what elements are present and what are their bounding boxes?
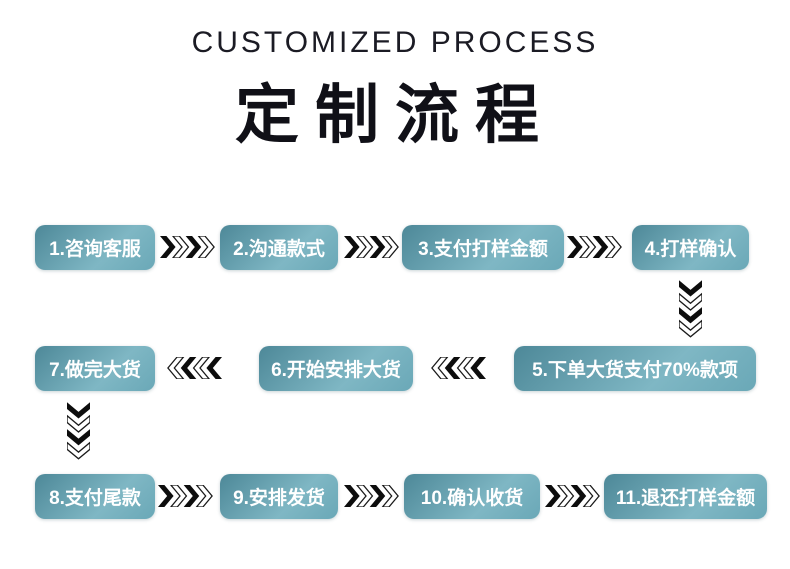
- step-5-bulk-order-pay-70-percent: 5.下单大货支付70%款项: [514, 346, 756, 391]
- chevron-right-arrows-icon: [545, 485, 600, 507]
- step-3-pay-sample-fee: 3.支付打样金额: [402, 225, 564, 270]
- chevron-right-arrows-icon: [344, 236, 399, 258]
- step-11-refund-sample-fee: 11.退还打样金额: [604, 474, 767, 519]
- step-10-confirm-receipt: 10.确认收货: [404, 474, 540, 519]
- chevron-down-arrows-icon: [679, 280, 702, 338]
- step-9-arrange-shipment: 9.安排发货: [220, 474, 338, 519]
- chevron-right-arrows-icon: [158, 485, 213, 507]
- chevron-right-arrows-icon: [567, 236, 622, 258]
- chevron-down-arrows-icon: [67, 402, 90, 460]
- step-4-sample-confirm: 4.打样确认: [632, 225, 749, 270]
- chevron-right-arrows-icon: [160, 236, 215, 258]
- step-6-start-bulk-production: 6.开始安排大货: [259, 346, 413, 391]
- page-title: 定制流程: [235, 79, 555, 151]
- step-2-discuss-style: 2.沟通款式: [220, 225, 338, 270]
- step-7-bulk-finished: 7.做完大货: [35, 346, 155, 391]
- step-1-consult-service: 1.咨询客服: [35, 225, 155, 270]
- step-8-pay-balance: 8.支付尾款: [35, 474, 155, 519]
- chevron-left-arrows-icon: [431, 357, 486, 379]
- subtitle-english: CUSTOMIZED PROCESS: [191, 26, 599, 59]
- chevron-left-arrows-icon: [167, 357, 222, 379]
- chevron-right-arrows-icon: [344, 485, 399, 507]
